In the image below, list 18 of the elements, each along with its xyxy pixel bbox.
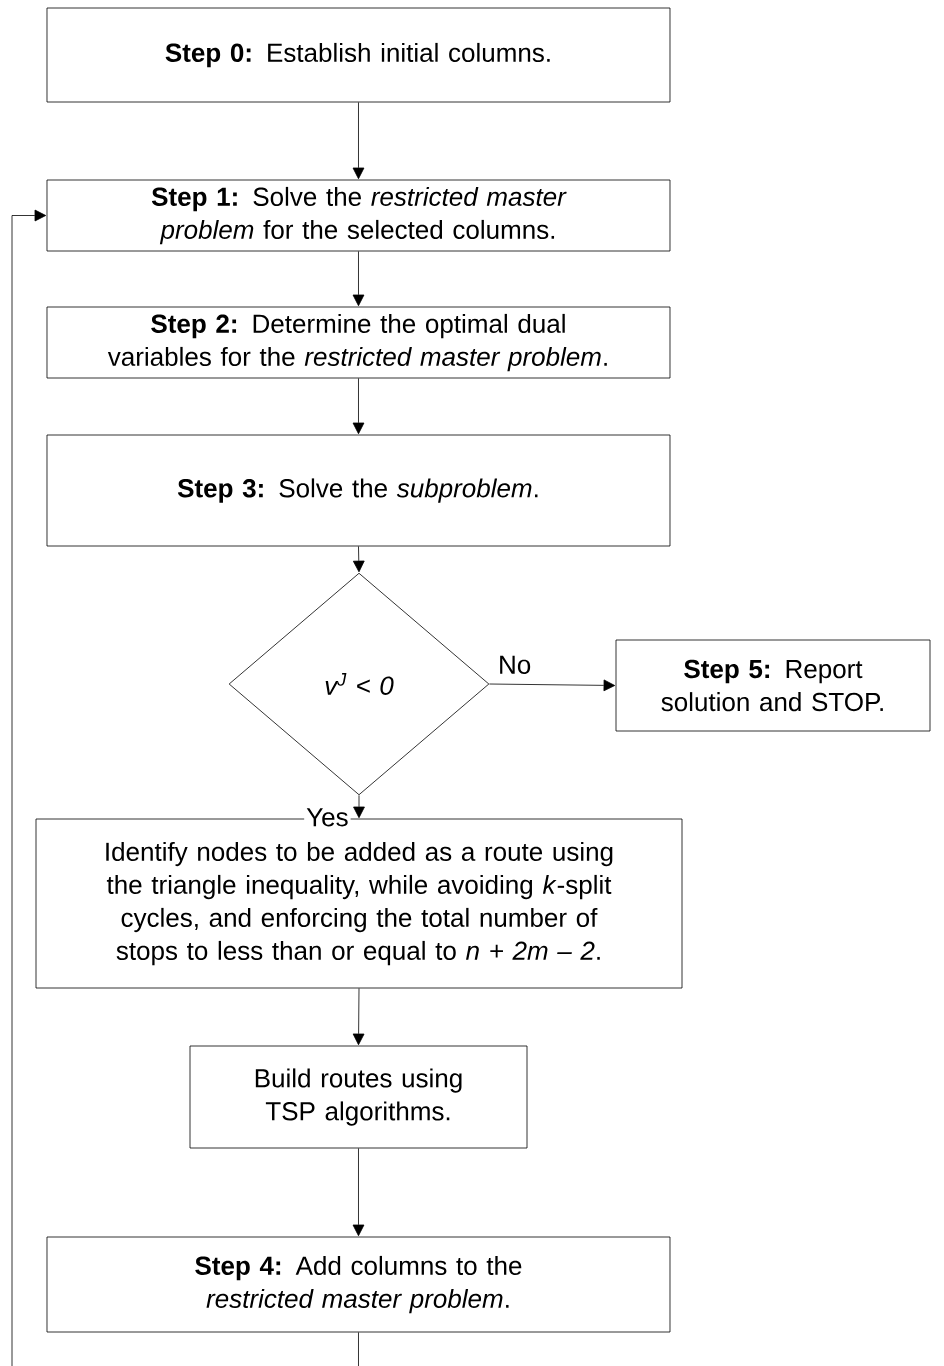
arrow: [352, 251, 365, 307]
arrow: [489, 679, 616, 692]
edge-label: No: [496, 653, 534, 676]
arrow: [352, 378, 365, 435]
process-box: Step 3: Solve the subproblem.: [46, 434, 671, 547]
process-box: Step 0: Establish initial columns.: [46, 7, 671, 103]
process-box: Build routes using TSP algorithms.: [189, 1045, 528, 1149]
arrow: [353, 794, 365, 819]
edge-label: Yes: [304, 806, 351, 829]
process-box: Step 4: Add columns to the restricted master problem.: [46, 1236, 671, 1333]
process-box: Step 1: Solve the restricted master problem for the selected columns.: [46, 179, 671, 252]
process-box: Step 2: Determine the optimal dual variables for the restricted master problem.: [46, 306, 671, 379]
arrow: [352, 988, 365, 1046]
process-box: Step 5: Report solution and STOP.: [615, 639, 931, 732]
arrow: [352, 102, 365, 180]
arrow: [352, 546, 365, 573]
arrow: [352, 1148, 365, 1237]
arrow: [11, 209, 359, 1366]
